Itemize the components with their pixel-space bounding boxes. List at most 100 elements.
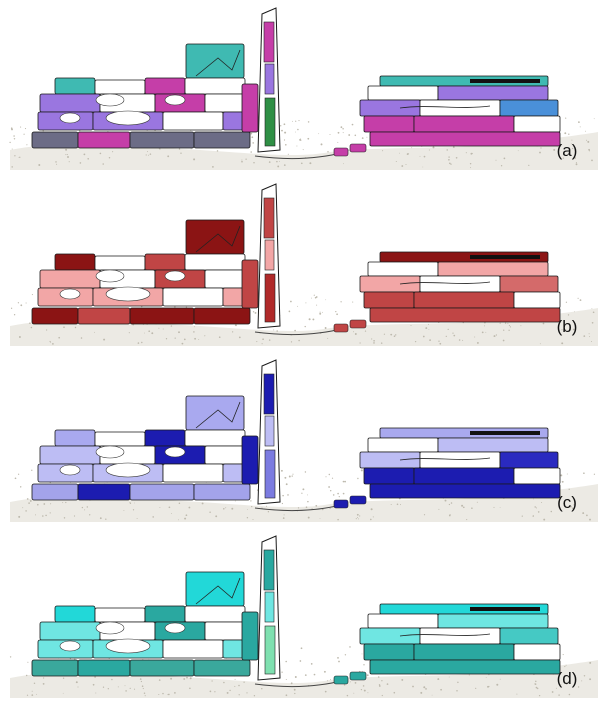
ground-dot — [362, 685, 365, 687]
base-block — [31, 483, 79, 501]
column-segment — [264, 415, 275, 447]
ground-dot — [133, 688, 136, 690]
ground-dot — [288, 475, 291, 478]
ground-dot — [356, 513, 359, 516]
ground-dot — [448, 514, 451, 517]
ground-dot — [68, 161, 70, 163]
ground-dot — [158, 327, 160, 329]
ground-dot — [92, 683, 95, 686]
ground-dot — [370, 518, 372, 521]
ground-dot — [171, 512, 173, 514]
block — [367, 613, 439, 629]
ground-dot — [560, 684, 562, 686]
ground-dot — [508, 329, 510, 331]
ground-dot — [246, 692, 248, 694]
ground-dot — [325, 299, 327, 301]
block — [413, 643, 515, 661]
ground-dot — [215, 515, 218, 518]
spall-patch — [59, 288, 81, 300]
ground-dot — [456, 690, 458, 692]
ground-dot — [268, 161, 271, 163]
ground-dot — [94, 676, 96, 678]
ground-dot — [143, 692, 146, 695]
ground-dot — [112, 151, 114, 153]
ground-dot — [565, 301, 568, 303]
ground-dot — [448, 156, 450, 158]
ground-dot — [297, 507, 300, 509]
block — [363, 291, 415, 309]
ground-dot — [190, 148, 192, 150]
ground-dot — [507, 322, 509, 324]
ground-dot — [448, 162, 451, 165]
ground-dot — [147, 151, 148, 153]
ground-dot — [292, 120, 293, 122]
ground-dot — [241, 159, 243, 161]
ground-dot — [304, 471, 307, 473]
base-block — [77, 131, 131, 149]
dark-stripe — [470, 607, 540, 611]
base-block — [31, 659, 79, 677]
ground-dot — [302, 149, 304, 151]
ground-dot — [128, 332, 130, 334]
ground-dot — [458, 339, 461, 341]
block — [437, 85, 549, 101]
ground-dot — [381, 680, 383, 682]
ground-dot — [294, 676, 297, 678]
ground-dot — [371, 338, 373, 340]
ground-dot — [58, 336, 61, 339]
ground-dot — [370, 508, 373, 511]
ground-dot — [137, 342, 140, 344]
ground-dot — [555, 687, 557, 689]
ground-dot — [422, 335, 425, 338]
column-segment — [264, 63, 275, 95]
ground-dot — [470, 167, 472, 169]
ground-dot — [31, 294, 33, 296]
ground-dot — [29, 322, 31, 324]
block — [162, 111, 224, 131]
ground-dot — [361, 653, 363, 655]
ground-dot — [306, 494, 308, 496]
ground-dot — [94, 331, 96, 333]
ground-dot — [174, 306, 176, 308]
block — [437, 613, 549, 629]
ground-dot — [327, 151, 329, 153]
fallen-block — [349, 495, 367, 505]
column-segment — [263, 373, 275, 415]
ground-dot — [440, 688, 442, 691]
block — [162, 287, 224, 307]
ground-dot — [151, 332, 154, 335]
ground-dot — [509, 326, 511, 328]
block — [419, 275, 501, 293]
ground-dot — [290, 682, 293, 685]
ground-dot — [254, 311, 257, 314]
ground-dot — [532, 515, 534, 517]
ground-dot — [565, 683, 568, 685]
ground-dot — [95, 692, 97, 694]
dark-stripe — [470, 255, 540, 259]
ground-dot — [252, 142, 255, 144]
ground-dot — [429, 339, 431, 341]
ground-dot — [83, 153, 86, 156]
ground-dot — [562, 157, 565, 159]
ground-dot — [581, 680, 583, 682]
ground-dot — [475, 687, 477, 689]
block — [363, 643, 415, 661]
ground-dot — [323, 670, 326, 673]
block — [39, 93, 101, 113]
ground-dot — [313, 294, 315, 296]
ground-dot — [533, 498, 534, 500]
ground-dot — [251, 136, 254, 139]
ground-dot — [304, 674, 307, 676]
ground-dot — [499, 678, 501, 680]
block — [39, 621, 101, 641]
ground-dot — [178, 148, 181, 150]
ground-dot — [567, 314, 570, 316]
ground-dot — [81, 506, 84, 509]
ground-dot — [579, 299, 582, 301]
ground-dot — [332, 494, 335, 496]
ground-dot — [401, 678, 404, 681]
ground-dot — [495, 334, 498, 336]
block — [204, 269, 246, 289]
ground-dot — [571, 507, 574, 510]
ground-dot — [209, 690, 212, 693]
